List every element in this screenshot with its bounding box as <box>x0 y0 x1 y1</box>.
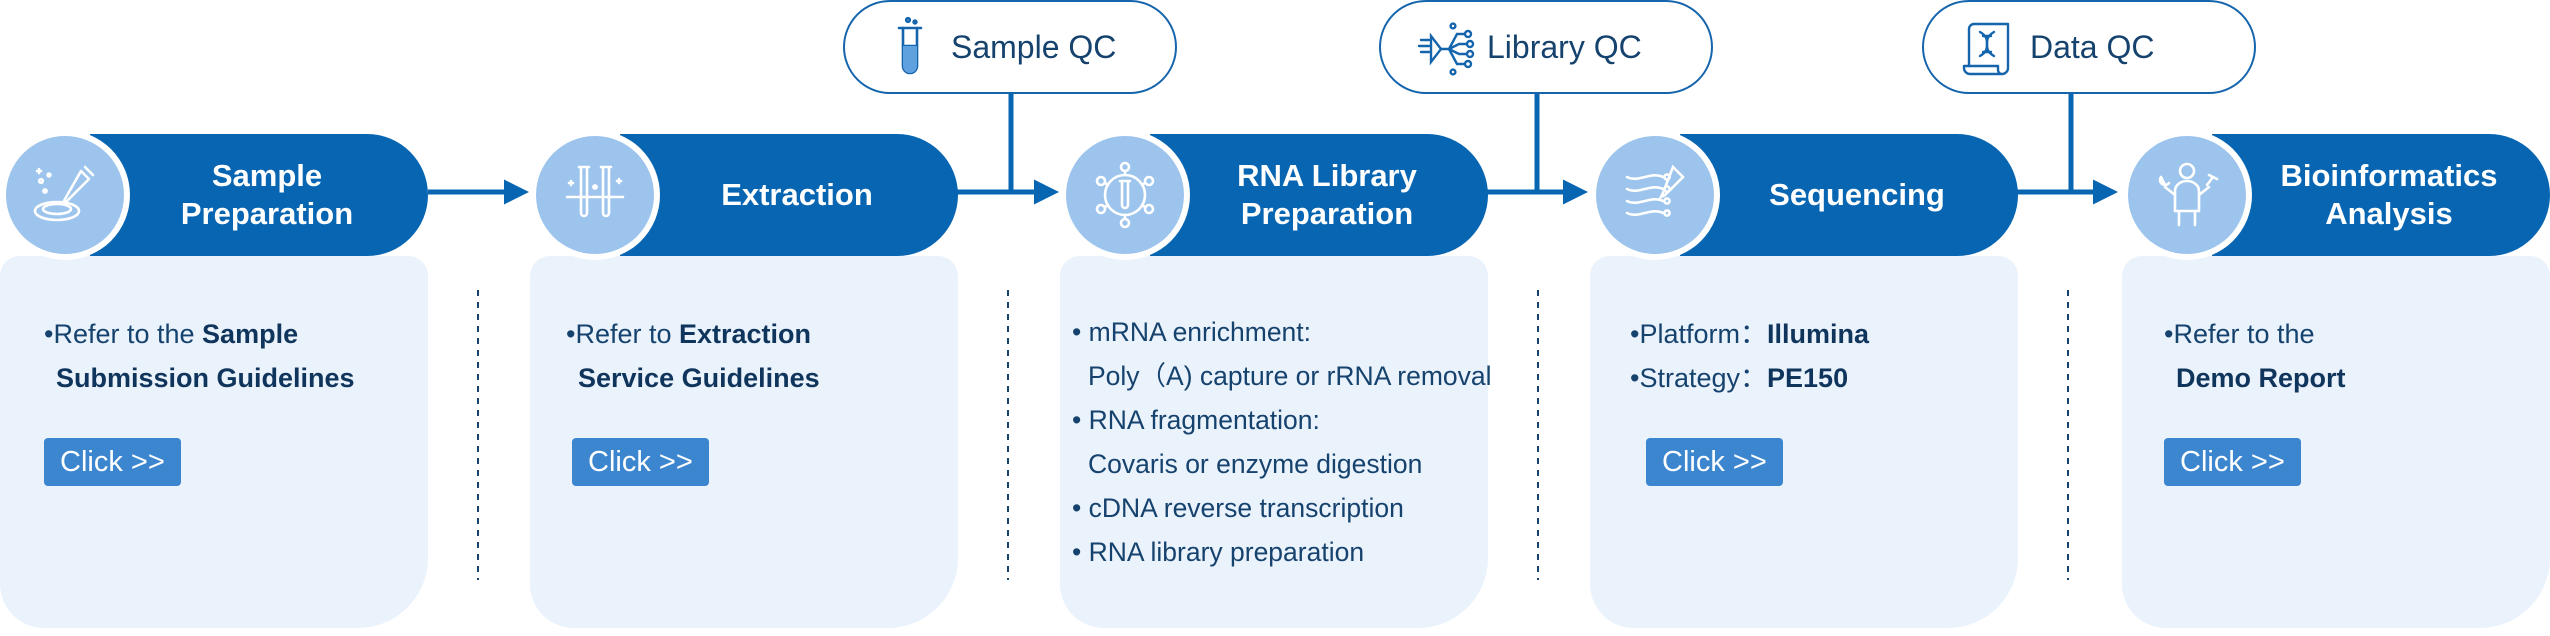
step-title: Sequencing <box>1708 134 2006 256</box>
step-title-line: Extraction <box>721 177 873 212</box>
circuit-network-icon <box>1417 22 1475 76</box>
icon-badge <box>1590 130 1720 260</box>
step-title-line: Bioinformatics <box>2280 158 2498 193</box>
step-card-sample-preparation: •Refer to the Sample Submission Guidelin… <box>0 256 428 628</box>
desc-text: •Refer to the <box>44 319 203 349</box>
molecular-network-tube-icon <box>1095 161 1155 229</box>
step-header-rna-library-preparation: RNA Library Preparation <box>1060 130 1488 260</box>
step-header-sample-preparation: Sample Preparation <box>0 130 428 260</box>
click-button[interactable]: Click >> <box>2164 438 2301 486</box>
header-bar <box>1150 134 1488 256</box>
icon-badge <box>530 130 660 260</box>
step-title-line: Sequencing <box>1769 177 1945 212</box>
qc-box-data: Data QC <box>1922 0 2256 94</box>
step-header-sequencing: Sequencing <box>1590 130 2018 260</box>
step-title-line: RNA Library <box>1237 158 1417 193</box>
desc-bold: Demo Report <box>2176 363 2346 393</box>
header-bar <box>1680 134 2018 256</box>
icon-badge <box>1060 130 1190 260</box>
step-description: •Refer to the Demo Report <box>2164 312 2538 400</box>
icon-badge <box>0 130 130 260</box>
step-title-line: Preparation <box>180 196 354 231</box>
step-title: RNA Library Preparation <box>1178 134 1476 256</box>
desc-text: •Strategy： <box>1630 363 1768 393</box>
qc-label: Sample QC <box>951 29 1117 65</box>
desc-text: •Refer to the <box>2164 319 2315 349</box>
bullet-item: • mRNA enrichment: <box>1072 317 1312 347</box>
desc-bold: Sample <box>202 319 299 349</box>
step-title-line: Analysis <box>2325 196 2453 231</box>
step-title: Bioinformatics Analysis <box>2240 134 2538 256</box>
qc-label: Data QC <box>2030 29 2155 65</box>
bullet-item: Poly（A) capture or rRNA removal <box>1088 361 1492 391</box>
header-bar <box>620 134 958 256</box>
step-header-extraction: Extraction <box>530 130 958 260</box>
step-title-line: Preparation <box>1240 196 1414 231</box>
step-description: •Refer to Extraction Service Guidelines <box>566 312 946 400</box>
desc-bold: Extraction <box>679 319 812 349</box>
click-button[interactable]: Click >> <box>572 438 709 486</box>
dna-scroll-icon <box>1962 22 2010 76</box>
step-title-line: Sample <box>211 158 323 193</box>
desc-bold: PE150 <box>1767 363 1849 393</box>
step-title: Extraction <box>648 134 946 256</box>
click-button[interactable]: Click >> <box>44 438 181 486</box>
icon-badge <box>2122 130 2252 260</box>
qc-box-sample: Sample QC <box>843 0 1177 94</box>
desc-bold: Illumina <box>1766 319 1869 349</box>
test-tube-icon <box>897 16 923 75</box>
header-bar <box>2212 134 2550 256</box>
qc-box-library: Library QC <box>1379 0 1713 94</box>
step-card-sequencing: •Platform：Illumina •Strategy：PE150 Click… <box>1590 256 2018 628</box>
step-card-bioinformatics-analysis: •Refer to the Demo Report Click >> <box>2122 256 2550 628</box>
test-tubes-icon <box>565 165 625 218</box>
sequencing-chip-icon <box>1625 164 1685 217</box>
bullet-item: Covaris or enzyme digestion <box>1088 449 1423 479</box>
analyst-tools-icon <box>2158 162 2219 227</box>
desc-bold: Submission Guidelines <box>56 363 355 393</box>
step-title: Sample Preparation <box>118 134 416 256</box>
header-bar <box>90 134 428 256</box>
desc-bold: Service Guidelines <box>578 363 820 393</box>
step-card-extraction: •Refer to Extraction Service Guidelines … <box>530 256 958 628</box>
step-card-rna-library-preparation: • mRNA enrichment: Poly（A) capture or rR… <box>1060 256 1492 628</box>
bullet-item: • cDNA reverse transcription <box>1072 493 1404 523</box>
desc-text: •Refer to <box>566 319 679 349</box>
petri-dish-pipette-icon <box>33 165 95 222</box>
step-description: •Refer to the Sample Submission Guidelin… <box>44 312 416 400</box>
step-header-bioinformatics-analysis: Bioinformatics Analysis <box>2122 130 2550 260</box>
desc-text: •Platform： <box>1630 319 1767 349</box>
step-bullets: • mRNA enrichment: Poly（A) capture or rR… <box>1072 310 1492 574</box>
click-button[interactable]: Click >> <box>1646 438 1783 486</box>
step-description: •Platform：Illumina •Strategy：PE150 <box>1630 312 2006 400</box>
qc-label: Library QC <box>1487 29 1642 65</box>
bullet-item: • RNA fragmentation: <box>1072 405 1320 435</box>
bullet-item: • RNA library preparation <box>1072 537 1365 567</box>
